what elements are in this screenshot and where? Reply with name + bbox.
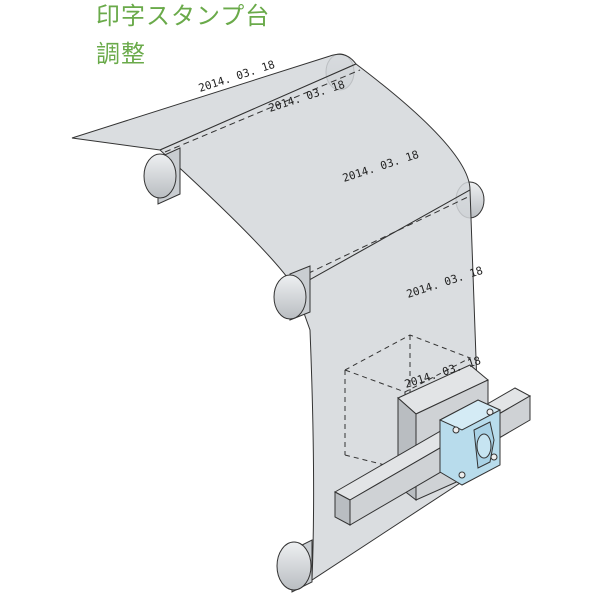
title-line-2: 調整 [96, 40, 146, 68]
clamp-knob-icon [473, 421, 495, 469]
film-sheet [71, 53, 481, 581]
roller-left [143, 147, 181, 205]
title-line-1: 印字スタンプ台 [96, 2, 271, 30]
roller-mid-left [273, 265, 311, 321]
roller-bottom [276, 539, 313, 593]
fold-lines [164, 69, 471, 283]
